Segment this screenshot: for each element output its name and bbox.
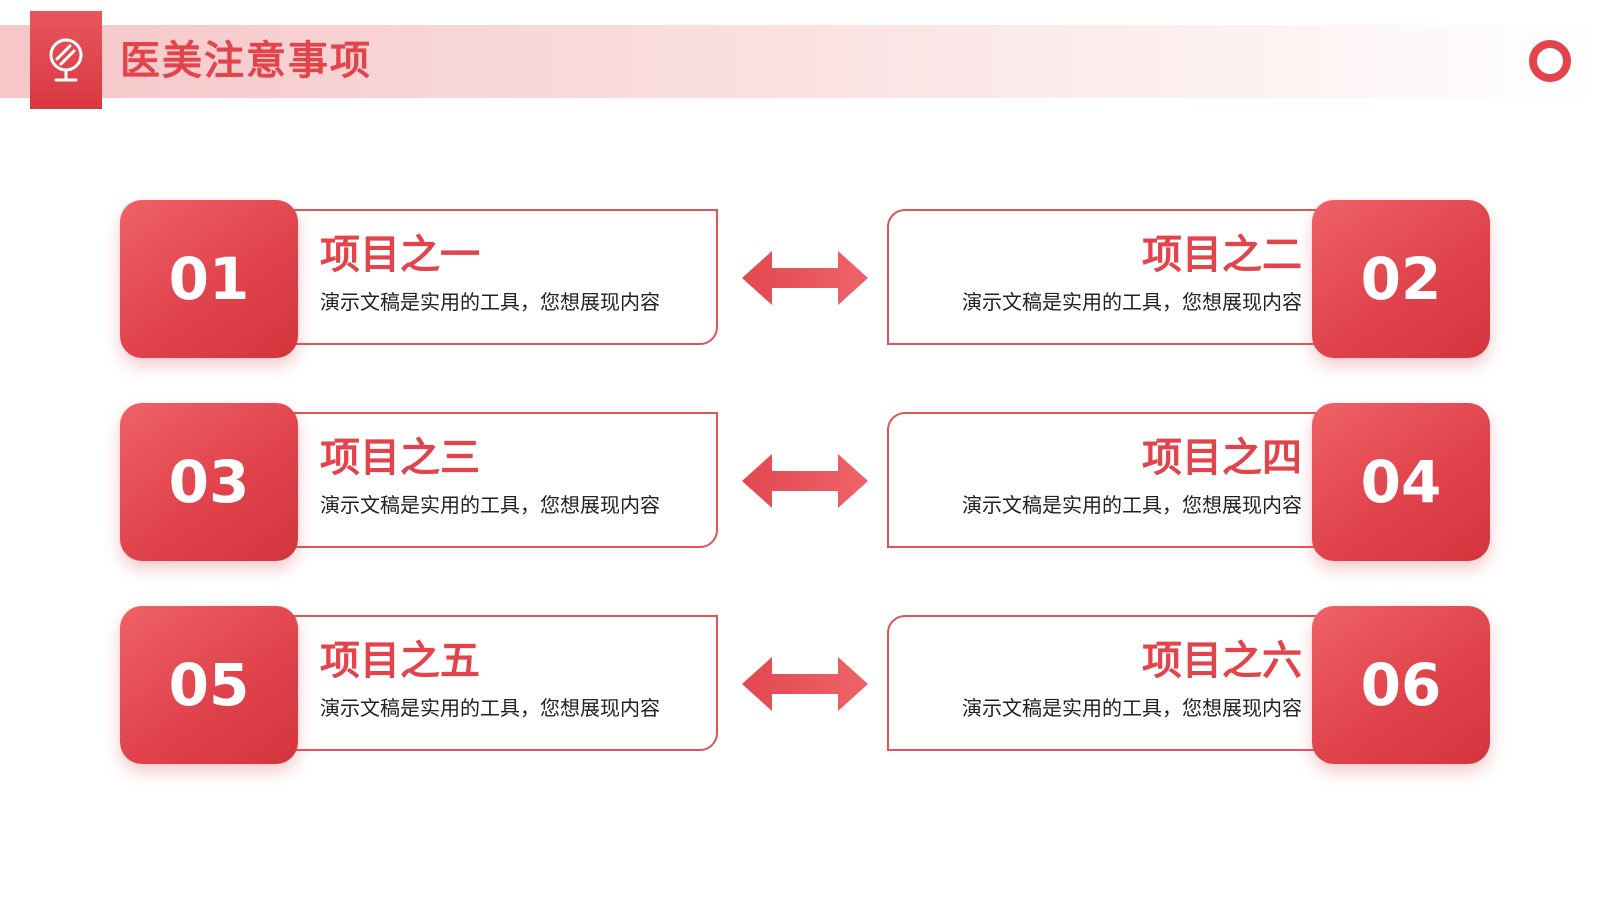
item-number-badge: 04	[1312, 403, 1490, 561]
item-box	[887, 209, 1317, 345]
item-number-badge: 05	[120, 606, 298, 764]
double-arrow-icon	[742, 251, 868, 305]
item-description: 演示文稿是实用的工具，您想展现内容	[320, 696, 660, 720]
ring-icon	[1529, 40, 1571, 82]
item-number-badge: 02	[1312, 200, 1490, 358]
double-arrow-icon	[742, 454, 868, 508]
item-card-01: 01 项目之一 演示文稿是实用的工具，您想展现内容	[120, 200, 730, 358]
item-number-badge: 01	[120, 200, 298, 358]
header-band	[0, 25, 1600, 98]
item-card-04: 04 项目之四 演示文稿是实用的工具，您想展现内容	[887, 403, 1497, 561]
item-card-05: 05 项目之五 演示文稿是实用的工具，您想展现内容	[120, 606, 730, 764]
double-arrow-icon	[742, 657, 868, 711]
item-title: 项目之一	[320, 232, 480, 278]
item-card-02: 02 项目之二 演示文稿是实用的工具，您想展现内容	[887, 200, 1497, 358]
item-title: 项目之五	[320, 638, 480, 684]
header-badge	[30, 11, 102, 109]
item-box	[288, 412, 718, 548]
item-description: 演示文稿是实用的工具，您想展现内容	[962, 290, 1302, 314]
item-card-03: 03 项目之三 演示文稿是实用的工具，您想展现内容	[120, 403, 730, 561]
item-number-badge: 03	[120, 403, 298, 561]
item-box	[887, 615, 1317, 751]
page-title: 医美注意事项	[120, 38, 372, 84]
item-description: 演示文稿是实用的工具，您想展现内容	[962, 493, 1302, 517]
mirror-icon	[49, 38, 83, 82]
item-box	[887, 412, 1317, 548]
item-title: 项目之三	[320, 435, 480, 481]
item-number-badge: 06	[1312, 606, 1490, 764]
item-description: 演示文稿是实用的工具，您想展现内容	[320, 493, 660, 517]
item-box	[288, 615, 718, 751]
item-title: 项目之二	[1142, 232, 1302, 278]
item-description: 演示文稿是实用的工具，您想展现内容	[962, 696, 1302, 720]
item-title: 项目之六	[1142, 638, 1302, 684]
item-card-06: 06 项目之六 演示文稿是实用的工具，您想展现内容	[887, 606, 1497, 764]
item-title: 项目之四	[1142, 435, 1302, 481]
item-description: 演示文稿是实用的工具，您想展现内容	[320, 290, 660, 314]
